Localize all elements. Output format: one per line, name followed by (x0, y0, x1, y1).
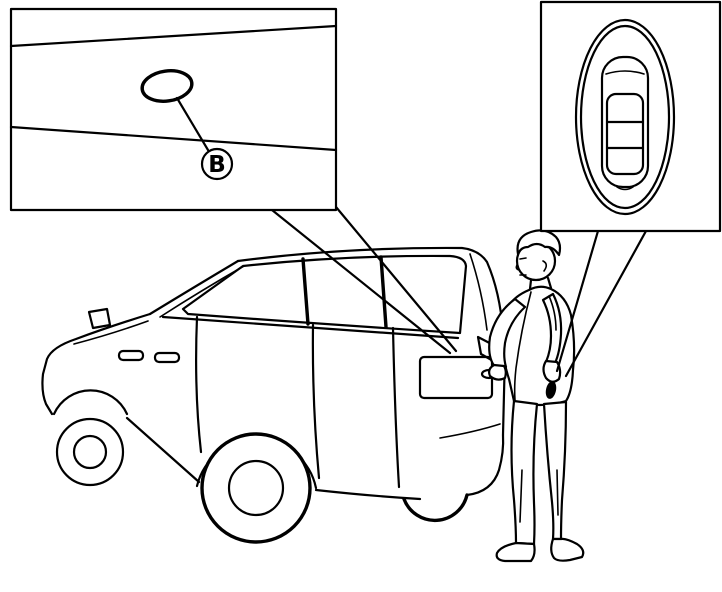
rear-wheel-hub (227, 459, 285, 517)
switch-callout-pointer (270, 205, 458, 355)
tailgate-plate-recess (418, 355, 494, 400)
pant-crease-back (556, 469, 559, 516)
key-pointer-line-right (564, 229, 648, 378)
hood-seam (73, 320, 149, 345)
rear-wheel (200, 432, 312, 544)
detail-marker-circle (200, 147, 234, 181)
front-wheel-arch (52, 389, 129, 416)
sleeve-seam (548, 295, 557, 331)
keyfob-bottom-notch (616, 186, 634, 191)
rocker-line (125, 416, 201, 484)
side-windows (181, 254, 468, 335)
pant-crease-front (519, 469, 523, 523)
bumper-seam (439, 423, 501, 439)
leg-front (510, 399, 539, 546)
shoe-back (550, 537, 585, 562)
front-door-seam (195, 315, 203, 454)
c-pillar (379, 255, 388, 329)
roof-outline (236, 246, 507, 354)
request-switch-icon (140, 69, 194, 103)
detail-marker-label: B (208, 152, 226, 178)
arm-right (488, 297, 527, 369)
rear-door-handle (153, 351, 181, 364)
key-closeup-inset (539, 0, 722, 233)
quarter-seam (391, 326, 401, 489)
front-wheel (55, 417, 125, 487)
hatch-edge (469, 253, 488, 331)
shoe-front (495, 541, 536, 563)
keyfob-icon (600, 55, 650, 191)
front-door-handle (117, 349, 145, 362)
hair (516, 229, 562, 257)
person (488, 229, 585, 563)
underbody-line (314, 488, 422, 501)
neck-front (528, 278, 533, 291)
rear-door-seam (311, 323, 321, 480)
b-pillar (301, 257, 310, 326)
front-wheel-hub (72, 434, 108, 470)
magnifier-ellipse-outer (574, 18, 676, 216)
key-pointer-line-left (555, 229, 600, 373)
keyfob-button-panel (605, 92, 645, 176)
leg-back (542, 400, 568, 541)
switch-closeup-inset: B (9, 7, 338, 212)
switch-pointer-line-left (270, 208, 452, 355)
a-pillar (148, 259, 240, 316)
hood-outline (41, 312, 152, 416)
keyfob-in-hand-icon (545, 381, 557, 399)
panel-seam-lower (9, 125, 338, 152)
jacket-front-line (513, 291, 532, 401)
panel-seam-upper (9, 24, 338, 48)
keyfob-top-seam (605, 70, 645, 75)
side-mirror (87, 307, 112, 330)
switch-pointer-line-right (334, 205, 458, 353)
neck-back (546, 276, 553, 290)
switch-inset-frame (9, 7, 338, 212)
rear-bumper (465, 433, 505, 497)
hand-right (488, 363, 507, 381)
eye-line (519, 257, 527, 260)
ear (542, 260, 548, 272)
vehicle (41, 246, 507, 544)
marker-leader-line (175, 96, 210, 152)
magnifier-ellipse-inner (579, 24, 671, 210)
nose-line (515, 264, 520, 271)
key-callout-pointer (555, 229, 648, 378)
belt-line (161, 315, 460, 340)
farside-wheel (402, 493, 469, 523)
